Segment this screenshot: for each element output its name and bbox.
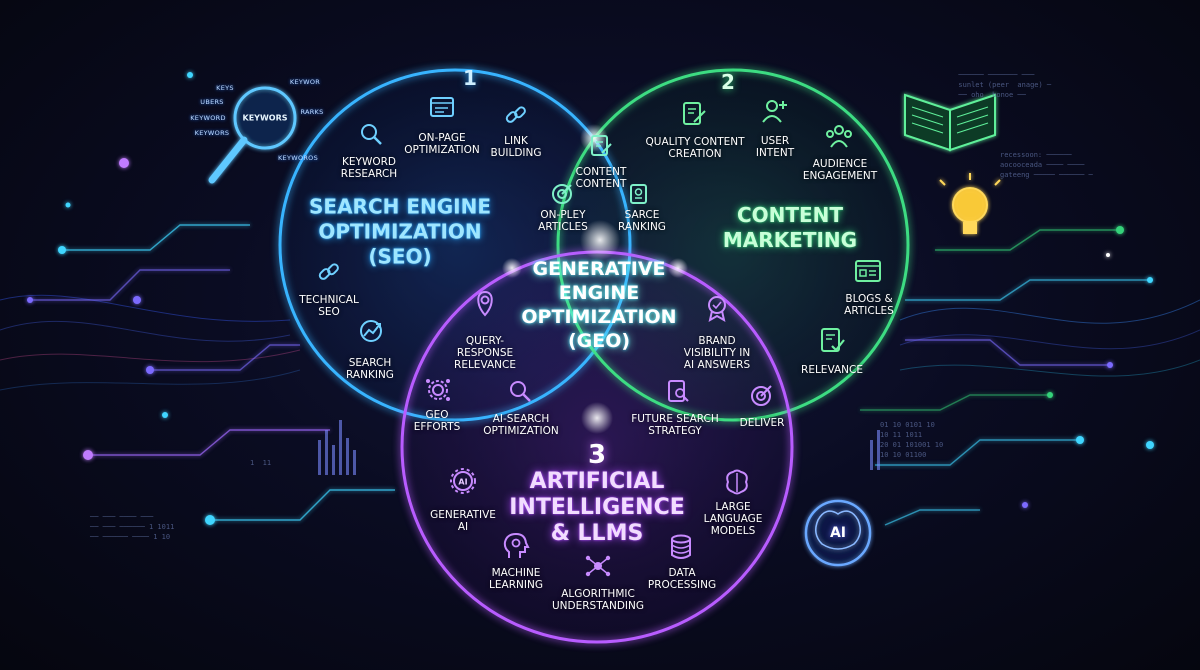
location-pin-icon [477, 290, 493, 317]
light-flares [502, 124, 688, 434]
award-badge-icon [708, 296, 726, 322]
label-technical-seo: Technical SEO [299, 294, 359, 318]
label-relevance: Relevance [801, 364, 863, 376]
code-text-left: ── ─── ──── ─── ── ─── ────── 1 1011 ── … [90, 513, 175, 541]
magnifier-label: KEYWORS [242, 113, 288, 123]
lightbulb-icon [939, 173, 1001, 234]
label-generative-ai: Generative AI [430, 509, 496, 533]
code-text-binary: 01 10 0101 10 10 11 1011 20 01 101001 10… [880, 421, 944, 459]
audience-icon [826, 125, 852, 148]
ranking-doc-icon [630, 184, 647, 204]
label-keyword-research: Keyword Research [340, 156, 398, 180]
checklist-icon [821, 328, 845, 352]
user-plus-icon [762, 100, 787, 123]
seo-circle [278, 68, 632, 422]
webpage-icon [430, 97, 454, 117]
target-icon [552, 184, 572, 204]
code-text-right-2: recessoon: ────── aocooceada ──── ──── g… [1000, 151, 1093, 179]
magnifier-icon [208, 86, 297, 184]
ai-brain-icon [804, 499, 872, 567]
chain-link-icon [318, 263, 339, 280]
keyword-word: RARKS [300, 108, 324, 116]
label-content-content: Content Content [575, 166, 627, 190]
label-data-processing: Data Processing [647, 567, 717, 591]
magnifier-icon [510, 381, 531, 402]
ai-number: 3 [587, 440, 607, 470]
label-audience-engagement: Audience Engagement [802, 158, 878, 182]
ai-circle-fill [402, 252, 792, 642]
open-book-icon [904, 93, 996, 152]
glowing-nodes [27, 72, 1154, 525]
label-ai-search-optimization: AI-Search Optimization [483, 413, 559, 437]
code-text-right: ────── ─────── ─── sunlet (peer anage) ─… [958, 71, 1052, 99]
keyword-word: KEYWOR [289, 78, 321, 86]
trend-chart-icon [360, 320, 382, 342]
label-blogs-articles: Blogs & Articles [844, 293, 894, 317]
label-machine-learning: Machine Learning [489, 567, 543, 591]
content-marketing-title: Content Marketing [722, 203, 858, 252]
webpage-icon [855, 260, 881, 282]
geo-title: Generative Engine Optimization (GEO) [521, 258, 677, 352]
content-circle [556, 68, 910, 422]
content-number: 2 [721, 70, 735, 94]
search-doc-icon [668, 380, 689, 402]
label-query-response-relevance: Query- Response Relevance [454, 335, 516, 371]
brain-icon [726, 469, 748, 495]
keyword-word: KEYS [216, 84, 234, 92]
label-on-page-optimization: On-Page optimization [404, 132, 480, 156]
network-node-icon [585, 555, 611, 577]
particle-wave-left [0, 294, 301, 391]
seo-number: 1 [463, 66, 477, 90]
circuit-traces [30, 224, 1150, 526]
target-icon [751, 385, 772, 406]
label-sarce-ranking: Sarce Ranking [618, 209, 666, 233]
label-quality-content-creation: Quality Content Creation [645, 136, 745, 160]
magnifier-icon [361, 124, 382, 145]
label-user-intent: User Intent [755, 135, 795, 159]
label-on-pley-articles: On-Pley Articles [538, 209, 588, 233]
label-deliver: Deliver [739, 417, 785, 429]
seo-title: Search Engine Optimization (SEO) [309, 194, 491, 269]
edit-document-icon [591, 135, 612, 156]
label-brand-visibility: Brand Visibility in AI Answers [683, 335, 751, 371]
particle-wave-right [899, 299, 1200, 377]
svg-text:AI: AI [458, 478, 467, 487]
label-search-ranking: Search Ranking [346, 357, 394, 381]
ai-title: Artificial Intelligence & LLMs [509, 469, 685, 546]
keyword-word: UBERS [200, 98, 224, 106]
ai-badge-label: AI [829, 525, 847, 541]
keyword-word: KEYWORD [190, 114, 226, 122]
label-large-language-models: Large Language Models [703, 501, 763, 537]
label-algorithmic-understanding: Algorithmic Understanding [551, 588, 645, 612]
gear-network-icon [426, 379, 450, 401]
decorative-bars [318, 420, 880, 475]
keyword-word: KEYWOROS [277, 154, 319, 162]
head-gear-icon [503, 532, 530, 558]
label-geo-efforts: GEO Efforts [413, 409, 461, 433]
database-icon [671, 534, 691, 559]
code-text-left-2: 1 11 [250, 459, 272, 467]
ai-gear-icon: AI [450, 468, 476, 494]
chain-link-icon [505, 106, 526, 123]
keyword-word: KEYWORS [194, 129, 230, 137]
label-future-search-strategy: Future Search Strategy [631, 413, 719, 437]
label-link-building: Link Building [490, 135, 542, 159]
edit-document-icon [683, 102, 706, 125]
